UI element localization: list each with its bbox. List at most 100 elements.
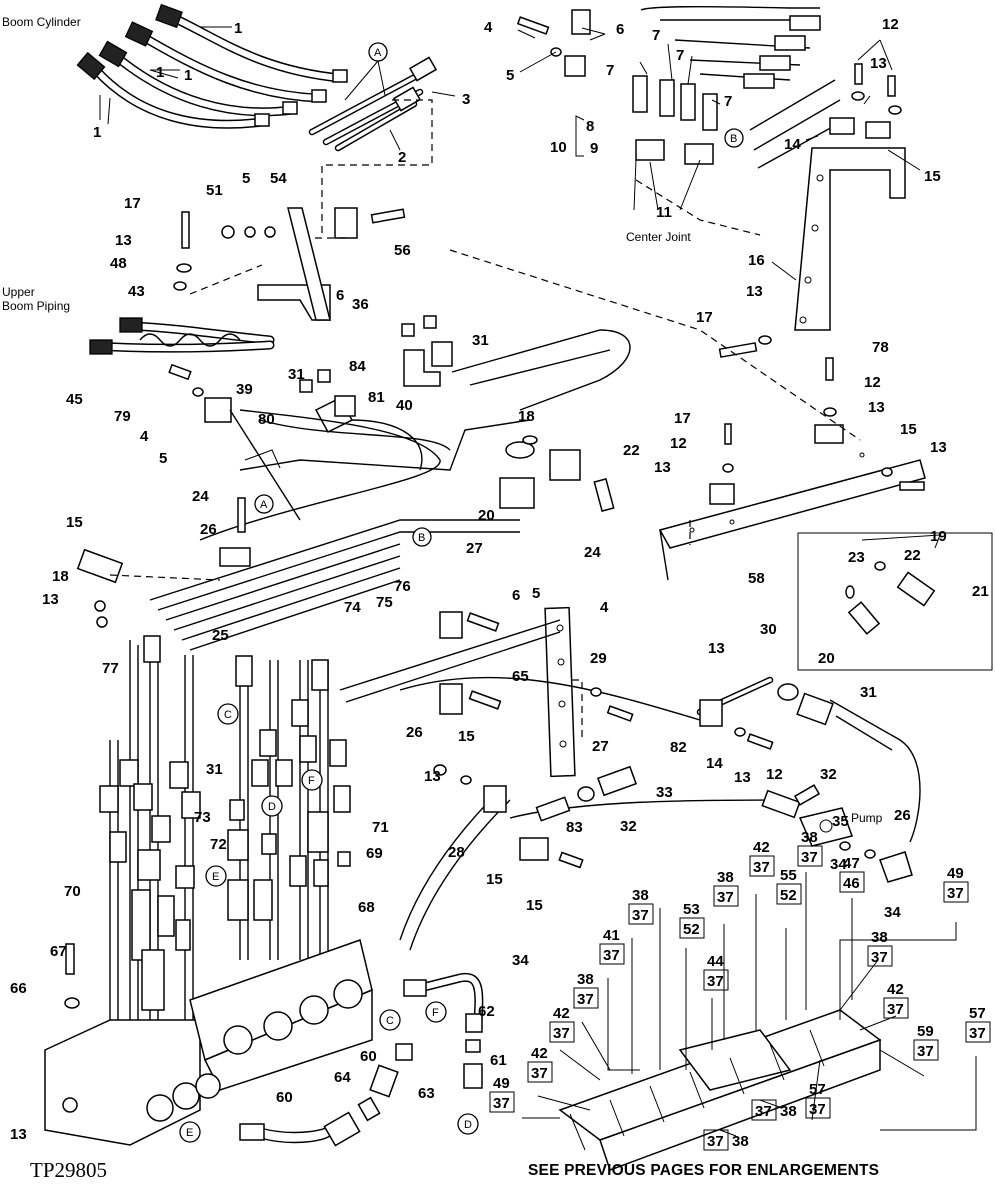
bottom-hoses: C F D E xyxy=(179,972,484,1147)
callout-number: 38 xyxy=(577,971,594,988)
callout-number: 22 xyxy=(623,442,640,459)
boxed-callout-frame xyxy=(943,881,969,903)
boxed-callout-number: 37 xyxy=(553,1025,570,1042)
callout-number: 34 xyxy=(884,904,901,921)
callout-number: 7 xyxy=(652,27,660,44)
callout-number: 21 xyxy=(972,583,989,600)
callout-number: 60 xyxy=(276,1089,293,1106)
boxed-callout-number: 37 xyxy=(801,849,818,866)
callout-number: 77 xyxy=(102,660,119,677)
callout-number: 18 xyxy=(52,568,69,585)
callout-number: 70 xyxy=(64,883,81,900)
callout-number: 4 xyxy=(484,19,493,36)
callout-number: 31 xyxy=(288,366,305,383)
callout-number: 38 xyxy=(780,1103,797,1120)
callout-number: 6 xyxy=(616,21,624,38)
boxed-callout-number: 37 xyxy=(969,1025,986,1042)
callout-number: 25 xyxy=(212,627,229,644)
ref-b-top: B xyxy=(730,133,737,145)
callout-number: 44 xyxy=(707,953,724,970)
callout-number: 32 xyxy=(620,818,637,835)
boxed-callout-frame xyxy=(883,997,909,1019)
callout-number: 13 xyxy=(708,640,725,657)
boxed-callout-frame xyxy=(867,945,893,967)
boxed-callout-number: 37 xyxy=(603,947,620,964)
ref-c-left: C xyxy=(224,709,232,721)
boxed-callout-frame xyxy=(703,1129,729,1151)
boxed-callout-frame xyxy=(573,987,599,1009)
callout-number: 58 xyxy=(748,570,765,587)
callout-number: 42 xyxy=(887,981,904,998)
callout-number: 8 xyxy=(586,118,594,135)
callout-number: 20 xyxy=(478,507,495,524)
boxed-callout-frame xyxy=(628,903,654,925)
boxed-callout-number: 37 xyxy=(531,1065,548,1082)
boxed-callout-frame xyxy=(679,917,705,939)
callout-number: 45 xyxy=(66,391,83,408)
ref-a-top: A xyxy=(374,47,382,59)
callout-number: 42 xyxy=(553,1005,570,1022)
callout-number: 7 xyxy=(606,62,614,79)
callout-number: 20 xyxy=(818,650,835,667)
callout-number: 81 xyxy=(368,389,385,406)
callout-number: 76 xyxy=(394,578,411,595)
boxed-callout-number: 37 xyxy=(947,885,964,902)
callout-number: 69 xyxy=(366,845,383,862)
callout-number: 15 xyxy=(900,421,917,438)
boxed-callout-frame xyxy=(965,1021,991,1043)
callout-leaders xyxy=(99,26,921,281)
callout-number: 16 xyxy=(748,252,765,269)
callout-number: 9 xyxy=(590,140,598,157)
upper-boom-piping: Upper Boom Piping xyxy=(2,207,453,433)
callout-number: 49 xyxy=(493,1075,510,1092)
callout-number: 29 xyxy=(590,650,607,667)
callout-number: 51 xyxy=(206,182,223,199)
callout-number: 31 xyxy=(472,332,489,349)
figure-id: TP29805 xyxy=(30,1158,108,1182)
boxed-callout-frame xyxy=(599,943,625,965)
callout-number: 65 xyxy=(512,668,529,685)
callout-number: 56 xyxy=(394,242,411,259)
callout-number: 27 xyxy=(466,540,483,557)
boxed-callout-frame xyxy=(797,845,823,867)
callout-number: 17 xyxy=(674,410,691,427)
ref-d-left: D xyxy=(268,801,276,813)
callout-number: 42 xyxy=(753,839,770,856)
callout-number: 5 xyxy=(506,67,514,84)
callout-number: 11 xyxy=(656,204,672,221)
callout-number: 23 xyxy=(848,549,865,566)
callout-number: 72 xyxy=(210,836,227,853)
boxed-callout-number: 46 xyxy=(843,875,860,892)
callout-number: 38 xyxy=(717,869,734,886)
callout-number: 42 xyxy=(531,1045,548,1062)
callout-number: 5 xyxy=(242,170,250,187)
callout-number: 13 xyxy=(868,399,885,416)
callout-number: 28 xyxy=(448,844,465,861)
pump-label: Pump xyxy=(851,811,883,825)
ref-e-left: E xyxy=(212,871,219,883)
callout-number: 38 xyxy=(632,887,649,904)
upper-boom-piping-label-1: Upper xyxy=(2,285,35,299)
callout-number: 43 xyxy=(128,283,145,300)
boxed-callout-number: 37 xyxy=(707,973,724,990)
boxed-callout-frame xyxy=(527,1061,553,1083)
control-valve-assembly: C D E F xyxy=(44,635,373,1146)
callout-number: 12 xyxy=(864,374,881,391)
callout-number: 33 xyxy=(656,784,673,801)
boxed-callout-number: 37 xyxy=(632,907,649,924)
callout-number: 17 xyxy=(124,195,141,212)
callout-number: 13 xyxy=(115,232,132,249)
callout-number: 38 xyxy=(871,929,888,946)
callout-number: 64 xyxy=(334,1069,351,1086)
callout-number: 12 xyxy=(670,435,687,452)
callout-number: 49 xyxy=(947,865,964,882)
pump-lines: Pump xyxy=(339,606,921,951)
callout-number: 57 xyxy=(809,1081,826,1098)
callout-number: 73 xyxy=(194,809,211,826)
callout-number: 40 xyxy=(396,397,413,414)
callout-number: 67 xyxy=(50,943,67,960)
boxed-callout-number: 37 xyxy=(809,1101,826,1118)
callout-number: 13 xyxy=(746,283,763,300)
callout-number: 1 xyxy=(93,124,101,141)
